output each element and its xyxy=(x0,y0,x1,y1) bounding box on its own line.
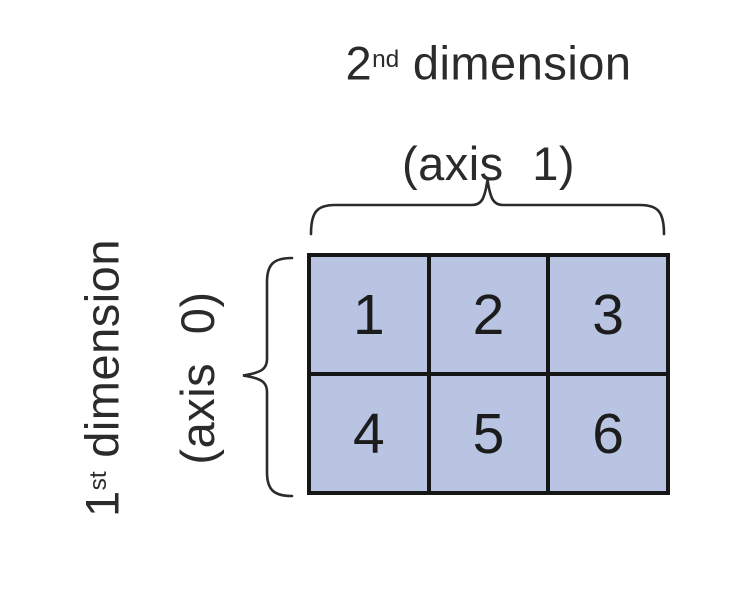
array-cell-5: 5 xyxy=(430,376,547,491)
ordinal-number: 1 xyxy=(75,490,129,517)
array-cell-3: 3 xyxy=(550,257,666,372)
array-cell-6: 6 xyxy=(550,376,666,491)
axis-0-label: (axis 0) xyxy=(170,291,224,465)
array-grid: 1 2 3 4 5 6 xyxy=(307,253,670,495)
ordinal-suffix: st xyxy=(85,471,112,491)
first-dimension-label: 1st dimension (axis 0) xyxy=(51,188,241,568)
curly-brace-vertical-icon xyxy=(242,256,294,498)
dimension-word: dimension xyxy=(399,36,632,90)
dimension-word: dimension xyxy=(75,239,129,472)
ordinal-suffix: nd xyxy=(372,46,400,73)
second-dimension-label: 2nd dimension (axis 1) xyxy=(297,10,680,214)
array-cell-4: 4 xyxy=(311,376,427,491)
ordinal-number: 2 xyxy=(345,36,373,90)
first-dimension-label-line1: 1st dimension xyxy=(51,188,150,568)
array-cell-2: 2 xyxy=(430,257,547,372)
second-dimension-label-line1: 2nd dimension xyxy=(297,10,680,114)
array-cell-1: 1 xyxy=(311,257,427,372)
curly-brace-horizontal-icon xyxy=(309,179,666,236)
